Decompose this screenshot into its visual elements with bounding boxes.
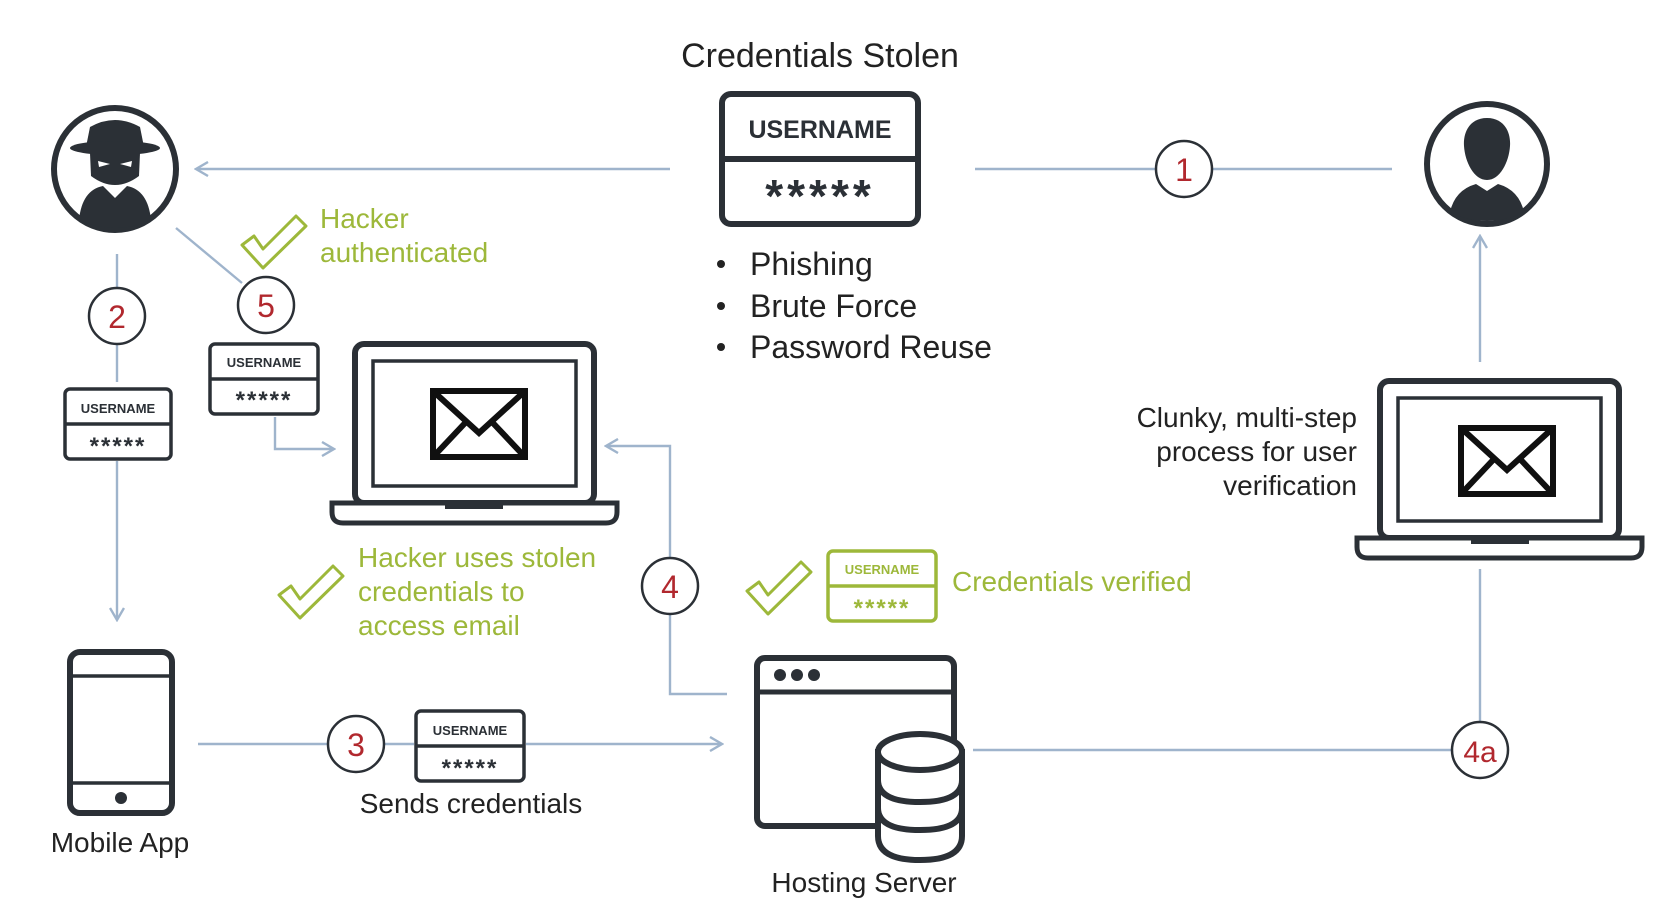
- checkmark-icon: [745, 560, 813, 616]
- card-password-mask: *****: [442, 755, 499, 782]
- bullet: [717, 302, 725, 310]
- credential-card-step5: USERNAME *****: [208, 342, 320, 416]
- hacker-icon: [51, 105, 179, 233]
- hacker-access-line2: credentials to: [358, 576, 525, 607]
- clunky-line2: process for user: [1156, 436, 1357, 467]
- step-4-badge: 4: [640, 556, 700, 616]
- checkmarks: [240, 214, 813, 620]
- method-brute-force: Brute Force: [750, 288, 917, 324]
- card-password-mask: *****: [765, 170, 875, 222]
- step-4a-badge: 4a: [1450, 720, 1510, 780]
- credential-card-step3: USERNAME *****: [414, 709, 526, 783]
- envelope-icon: [1458, 425, 1556, 497]
- card-password-mask: *****: [854, 595, 911, 622]
- step-4-label: 4: [661, 569, 679, 605]
- clunky-line3: verification: [1223, 470, 1357, 501]
- card-username-label: USERNAME: [81, 401, 156, 416]
- step-3-label: 3: [347, 727, 365, 763]
- hacker-authenticated-line1: Hacker: [320, 203, 409, 234]
- method-phishing: Phishing: [750, 246, 873, 282]
- line-server-to-step4: [668, 612, 727, 696]
- laptop-mail-icon-center: [329, 341, 620, 526]
- phone-icon: [67, 649, 175, 816]
- step-2-label: 2: [108, 299, 126, 335]
- hacker-authenticated-line2: authenticated: [320, 237, 488, 268]
- step-4a-label: 4a: [1463, 736, 1497, 769]
- hacker-authenticated-label: Hacker authenticated: [320, 203, 488, 268]
- laptop-mail-icon-right: [1354, 378, 1645, 561]
- card-username-label: USERNAME: [227, 355, 302, 370]
- step-5-label: 5: [257, 288, 275, 324]
- checkmark-icon: [240, 214, 308, 270]
- step-1-badge: 1: [1154, 139, 1214, 199]
- diagram-title: Credentials Stolen: [681, 37, 959, 75]
- step-2-badge: 2: [87, 286, 147, 346]
- step-3-badge: 3: [326, 714, 386, 774]
- bullet: [717, 343, 725, 351]
- hosting-server-label: Hosting Server: [771, 867, 956, 898]
- credential-card-main: USERNAME *****: [719, 91, 921, 227]
- clunky-line1: Clunky, multi-step: [1137, 402, 1357, 433]
- method-password-reuse: Password Reuse: [750, 329, 992, 365]
- step-5-badge: 5: [236, 275, 296, 335]
- step-badges: 1 2 5 4 3 4a: [87, 139, 1510, 780]
- hacker-access-line1: Hacker uses stolen: [358, 542, 596, 573]
- card-password-mask: *****: [236, 387, 293, 414]
- user-icon: [1424, 101, 1550, 227]
- envelope-icon: [430, 388, 528, 460]
- line-hacker-to-step5: [175, 227, 243, 284]
- hacker-access-line3: access email: [358, 610, 520, 641]
- database-icon: [875, 731, 965, 864]
- hacker-access-label: Hacker uses stolen credentials to access…: [358, 542, 596, 641]
- clunky-process-label: Clunky, multi-step process for user veri…: [1137, 402, 1357, 501]
- card-username-label: USERNAME: [845, 562, 920, 577]
- card-password-mask: *****: [90, 433, 147, 460]
- bullet: [717, 260, 725, 268]
- arrow-step5-to-laptop: [273, 417, 334, 449]
- arrow-step4-to-laptop: [606, 446, 672, 558]
- attack-methods-list: Phishing Brute Force Password Reuse: [717, 246, 992, 365]
- mobile-app-label: Mobile App: [51, 827, 190, 858]
- sends-credentials-label: Sends credentials: [360, 788, 583, 819]
- checkmark-icon: [277, 564, 345, 620]
- credential-card-verified: USERNAME *****: [826, 549, 938, 623]
- card-username-label: USERNAME: [433, 723, 508, 738]
- credentials-verified-label: Credentials verified: [952, 566, 1192, 597]
- connector-lines: [117, 169, 1480, 750]
- step-1-label: 1: [1175, 152, 1193, 188]
- card-username-label: USERNAME: [748, 116, 891, 144]
- credential-card-step2: USERNAME *****: [63, 387, 173, 461]
